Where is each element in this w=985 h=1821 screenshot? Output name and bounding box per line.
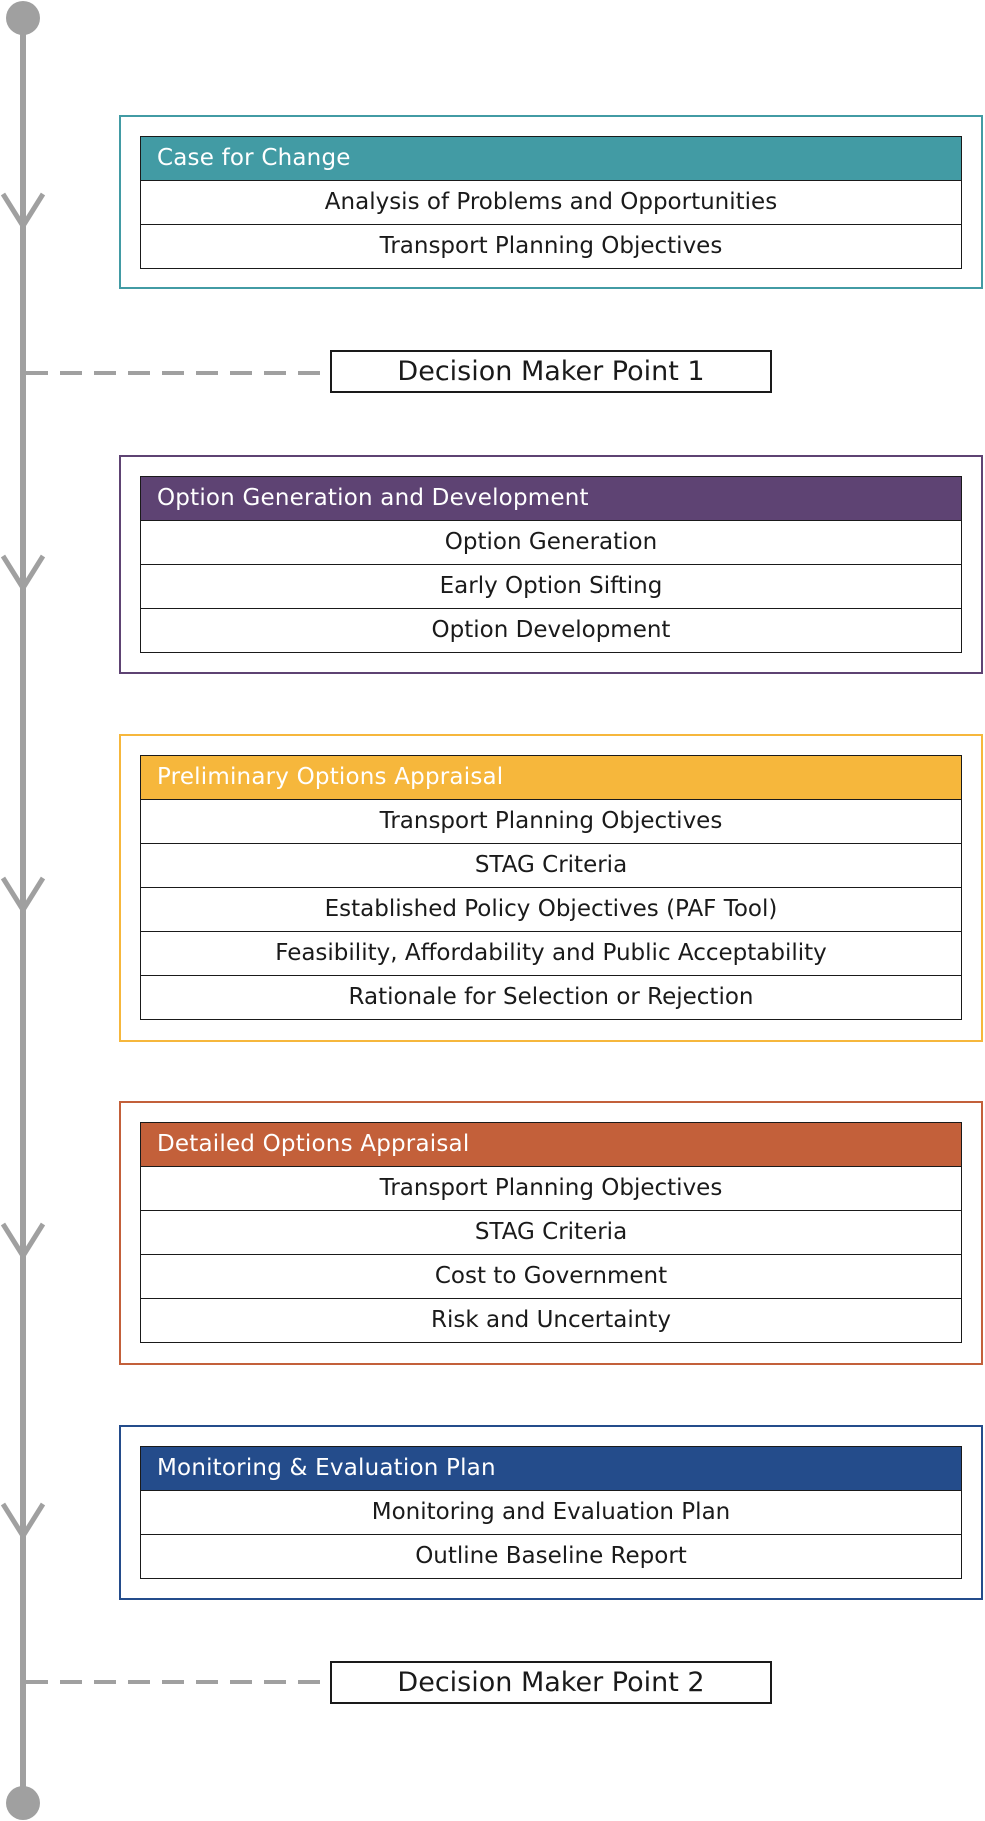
stage-row: Established Policy Objectives (PAF Tool) [141,888,961,932]
stage-monitoring-evaluation-plan: Monitoring & Evaluation Plan Monitoring … [119,1425,983,1600]
stage-header: Case for Change [141,137,961,181]
stage-table: Detailed Options Appraisal Transport Pla… [140,1122,962,1343]
stage-row: Monitoring and Evaluation Plan [141,1491,961,1535]
chevron-down-icon [0,554,46,593]
stage-row: Outline Baseline Report [141,1535,961,1578]
decision-maker-point-1: Decision Maker Point 1 [330,350,772,393]
stage-case-for-change: Case for Change Analysis of Problems and… [119,115,983,289]
stage-row: Transport Planning Objectives [141,1167,961,1211]
stage-row: Rationale for Selection or Rejection [141,976,961,1019]
stage-row: Early Option Sifting [141,565,961,609]
stage-row: STAG Criteria [141,1211,961,1255]
stage-table: Option Generation and Development Option… [140,476,962,653]
chevron-down-icon [0,1222,46,1261]
timeline-start-dot [6,1,40,35]
stage-row: Transport Planning Objectives [141,225,961,268]
stage-table: Case for Change Analysis of Problems and… [140,136,962,269]
stage-header: Option Generation and Development [141,477,961,521]
stage-row: Option Generation [141,521,961,565]
stage-detailed-options-appraisal: Detailed Options Appraisal Transport Pla… [119,1101,983,1365]
stage-preliminary-options-appraisal: Preliminary Options Appraisal Transport … [119,734,983,1042]
stage-row: Risk and Uncertainty [141,1299,961,1342]
stage-row: STAG Criteria [141,844,961,888]
stage-row: Analysis of Problems and Opportunities [141,181,961,225]
decision-maker-point-2: Decision Maker Point 2 [330,1661,772,1704]
stage-table: Preliminary Options Appraisal Transport … [140,755,962,1020]
stage-header: Preliminary Options Appraisal [141,756,961,800]
stage-row: Feasibility, Affordability and Public Ac… [141,932,961,976]
stage-row: Transport Planning Objectives [141,800,961,844]
chevron-down-icon [0,1502,46,1541]
stage-header: Monitoring & Evaluation Plan [141,1447,961,1491]
stage-table: Monitoring & Evaluation Plan Monitoring … [140,1446,962,1579]
stage-header: Detailed Options Appraisal [141,1123,961,1167]
chevron-down-icon [0,876,46,915]
chevron-down-icon [0,192,46,231]
stage-row: Cost to Government [141,1255,961,1299]
timeline-end-dot [6,1786,40,1820]
stage-option-generation: Option Generation and Development Option… [119,455,983,674]
stage-row: Option Development [141,609,961,652]
